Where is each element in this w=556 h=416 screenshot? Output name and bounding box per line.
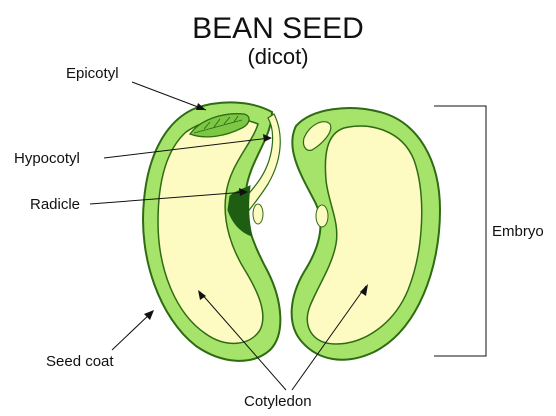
label-embryo: Embryo [492,223,544,240]
label-cotyledon: Cotyledon [244,393,312,410]
epicotyl-leader [132,82,206,110]
label-radicle: Radicle [30,196,80,213]
label-epicotyl: Epicotyl [66,65,119,82]
diagram-subtitle: (dicot) [247,44,308,69]
embryo-bracket [434,106,486,356]
seed-coat-leader [112,312,152,350]
right-bump-middle [316,205,328,227]
radicle-tip [253,204,263,224]
label-seed-coat: Seed coat [46,353,114,370]
diagram-title: BEAN SEED [192,12,364,45]
label-hypocotyl: Hypocotyl [14,150,80,167]
